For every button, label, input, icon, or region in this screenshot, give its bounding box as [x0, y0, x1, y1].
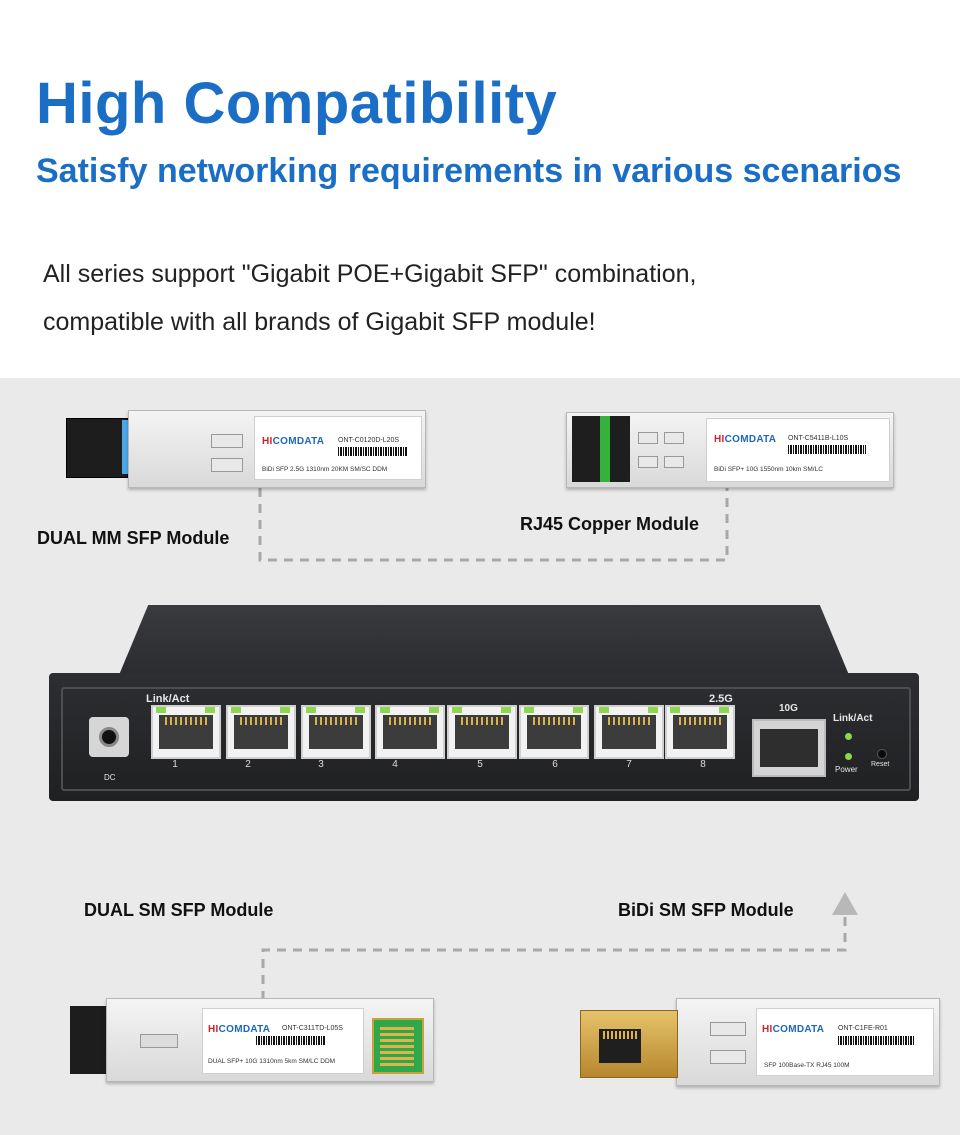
pcb-edge — [372, 1018, 424, 1074]
rj45-port[interactable] — [301, 705, 371, 759]
module-latch — [140, 1034, 178, 1048]
rj45-port[interactable] — [519, 705, 589, 759]
module-window — [211, 458, 243, 472]
poe-switch: DC Link/Act 2.5G 1 2 3 4 5 6 7 8 10G Lin… — [49, 605, 919, 801]
arrow-up-icon — [832, 892, 858, 915]
brand-logo: HICOMDATA — [208, 1024, 271, 1035]
power-label: Power — [835, 765, 858, 774]
dc-jack-icon — [99, 727, 119, 747]
speed-label: 2.5G — [709, 693, 733, 705]
page-title: High Compatibility — [36, 71, 558, 136]
module-latch-accent — [600, 416, 610, 482]
power-led — [845, 753, 852, 760]
part-number: ONT-C5411B-L10S — [788, 435, 849, 442]
header-section — [0, 0, 960, 378]
barcode — [838, 1036, 914, 1045]
port-number: 1 — [172, 759, 178, 770]
module-latch-accent — [122, 420, 130, 474]
port-number: 5 — [477, 759, 483, 770]
switch-front-panel: DC Link/Act 2.5G 1 2 3 4 5 6 7 8 10G Lin… — [49, 673, 919, 801]
description-line-1: All series support "Gigabit POE+Gigabit … — [43, 260, 697, 288]
link-act-label-right: Link/Act — [833, 713, 873, 724]
part-number: ONT-C311TD-L05S — [282, 1025, 343, 1032]
link-act-label-left: Link/Act — [146, 693, 190, 705]
switch-top-cover — [119, 605, 849, 675]
barcode — [788, 445, 866, 454]
barcode — [256, 1036, 326, 1045]
rj45-port[interactable] — [375, 705, 445, 759]
sfp-module-top-right: HICOMDATA ONT-C5411B-L10S BiDi SFP+ 10G … — [566, 412, 896, 490]
rj45-port[interactable] — [226, 705, 296, 759]
page-subtitle: Satisfy networking requirements in vario… — [36, 152, 902, 190]
module-connector — [66, 418, 128, 478]
sfp-module-bottom-left: HICOMDATA ONT-C311TD-L05S DUAL SFP+ 10G … — [66, 998, 436, 1084]
module-spec: SFP 100Base-TX RJ45 100M — [764, 1062, 850, 1069]
rj45-port[interactable] — [594, 705, 664, 759]
rj45-port[interactable] — [665, 705, 735, 759]
part-number: ONT-C0120D-L20S — [338, 437, 400, 444]
description-line-2: compatible with all brands of Gigabit SF… — [43, 308, 596, 336]
port-number: 2 — [245, 759, 251, 770]
reset-label: Reset — [871, 761, 890, 768]
description: All series support "Gigabit POE+Gigabit … — [43, 250, 696, 346]
rj45-connector — [580, 1010, 678, 1078]
sfp-speed-label: 10G — [779, 703, 798, 714]
caption-bidi-sm: BiDi SM SFP Module — [618, 900, 794, 920]
barcode — [338, 447, 408, 456]
sfp-port[interactable] — [752, 719, 826, 777]
dc-label: DC — [104, 773, 116, 782]
brand-logo: HICOMDATA — [762, 1024, 825, 1035]
brand-logo: HICOMDATA — [714, 434, 777, 445]
port-number: 4 — [392, 759, 398, 770]
link-led — [845, 733, 852, 740]
port-number: 8 — [700, 759, 706, 770]
brand-logo: HICOMDATA — [262, 436, 325, 447]
caption-dual-sm: DUAL SM SFP Module — [84, 900, 274, 920]
module-spec: DUAL SFP+ 10G 1310nm 5km SM/LC DDM — [208, 1058, 336, 1065]
rj45-port[interactable] — [151, 705, 221, 759]
reset-button[interactable] — [877, 749, 887, 759]
module-spec: BiDi SFP+ 10G 1550nm 10km SM/LC — [714, 466, 823, 473]
port-number: 7 — [626, 759, 632, 770]
caption-dual-mm: DUAL MM SFP Module — [37, 528, 230, 548]
sfp-module-top-left: HICOMDATA ONT-C0120D-L20S BiDi SFP 2.5G … — [66, 410, 426, 490]
port-number: 6 — [552, 759, 558, 770]
caption-rj45-copper: RJ45 Copper Module — [520, 514, 700, 534]
part-number: ONT-C1FE-R01 — [838, 1025, 888, 1032]
sfp-module-bottom-right: HICOMDATA ONT-C1FE-R01 SFP 100Base-TX RJ… — [576, 998, 942, 1088]
rj45-port[interactable] — [447, 705, 517, 759]
module-window — [211, 434, 243, 448]
port-number: 3 — [318, 759, 324, 770]
module-spec: BiDi SFP 2.5G 1310nm 20KM SM/SC DDM — [262, 466, 388, 473]
